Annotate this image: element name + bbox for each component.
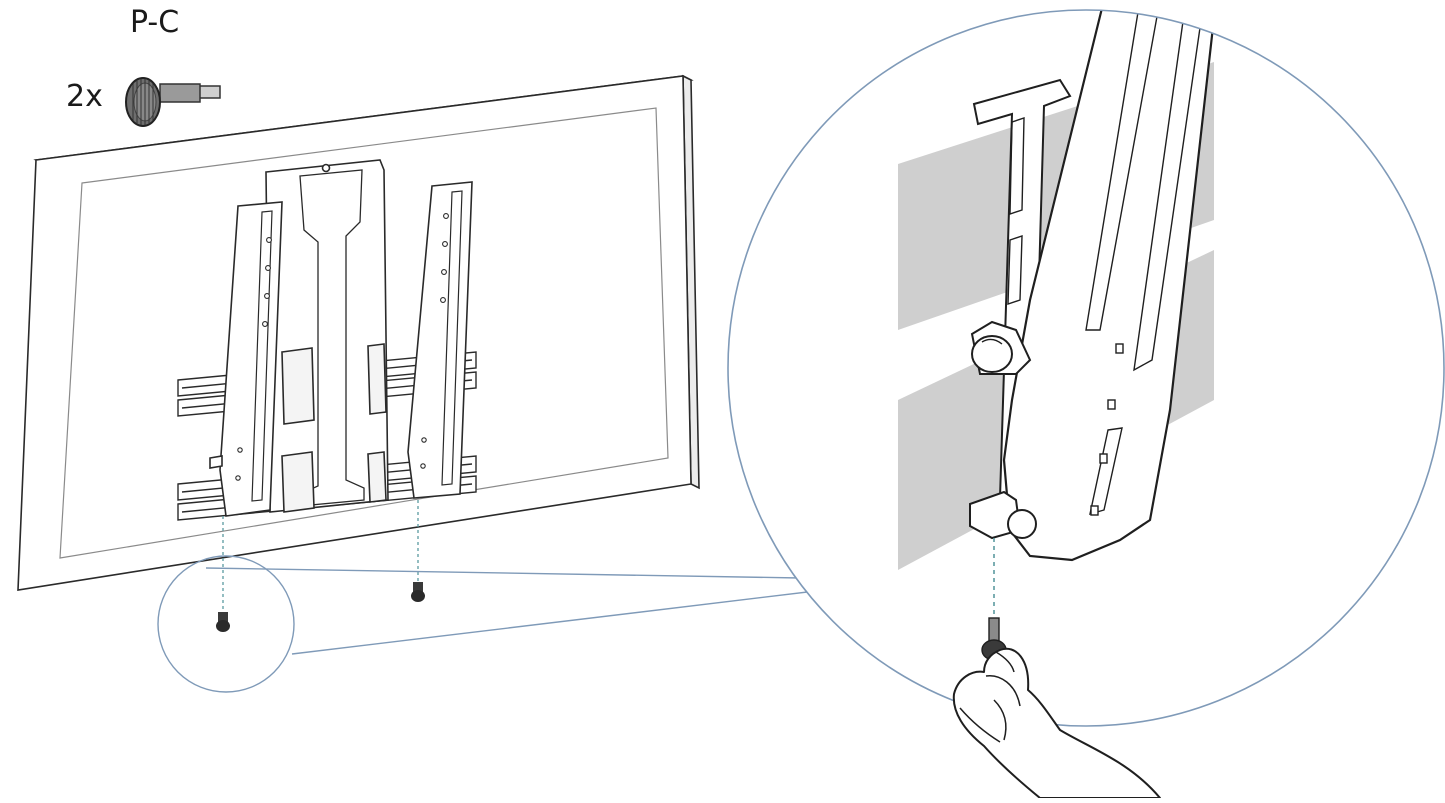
bottom-screw-right (411, 500, 425, 602)
callout-connector (205, 567, 825, 655)
thumbscrew-icon (125, 77, 221, 127)
detail-vertical-strap (1002, 10, 1218, 562)
hand-icon (952, 647, 1161, 799)
detail-knob (970, 320, 1032, 375)
detail-view (727, 9, 1445, 727)
callout-circle-small (157, 555, 295, 693)
part-code-label: P-C (130, 5, 180, 40)
right-vertical-strap (407, 181, 473, 499)
callout-circle-large (727, 9, 1445, 727)
detail-bottom-flange (969, 490, 1037, 540)
part-quantity-label: 2x (66, 79, 103, 114)
center-bracket (265, 159, 389, 513)
left-vertical-strap (209, 201, 283, 517)
bottom-screw-left (216, 516, 230, 632)
